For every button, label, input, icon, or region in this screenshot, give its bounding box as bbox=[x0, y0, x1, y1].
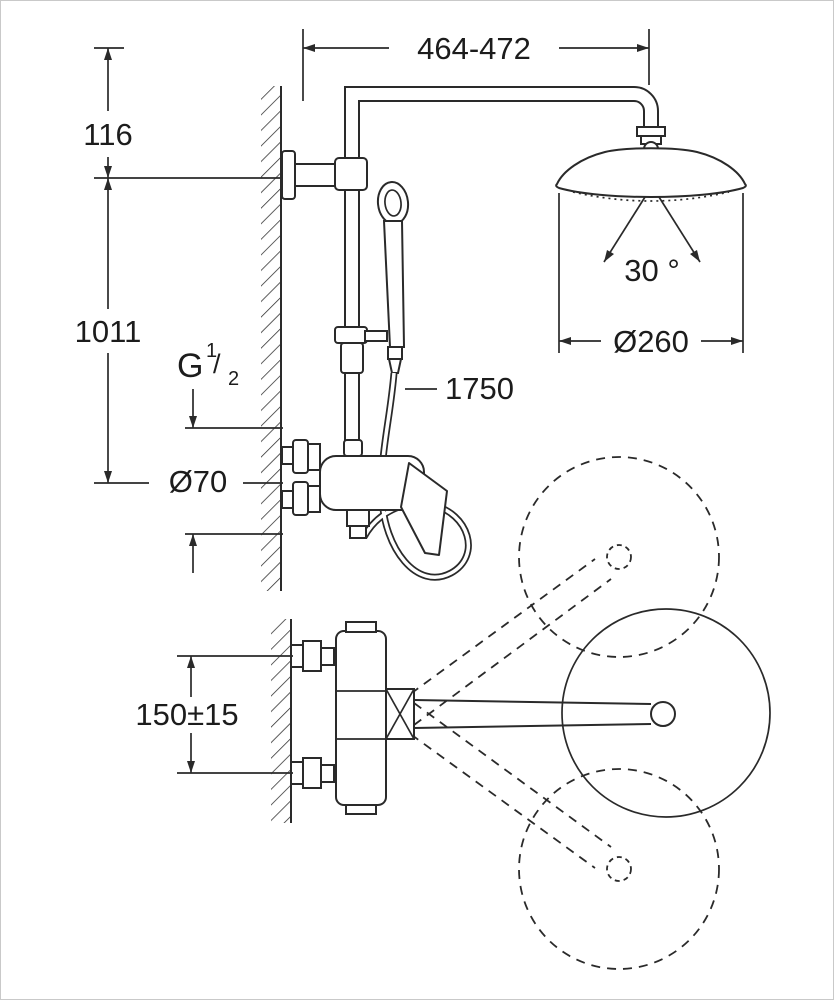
mixer-upper bbox=[281, 439, 448, 556]
hand-shower bbox=[376, 181, 410, 374]
wall-lower bbox=[271, 619, 292, 823]
thread-label: G 1 / 2 bbox=[177, 340, 283, 429]
connection-spacing-label: 150±15 bbox=[135, 697, 238, 732]
riser-height-label: 1011 bbox=[75, 314, 142, 349]
dim-riser-height: 1011 bbox=[75, 178, 283, 484]
dim-head-diameter: Ø260 bbox=[558, 193, 744, 359]
lever-positions-dashed bbox=[397, 558, 612, 869]
head-shower bbox=[555, 147, 747, 202]
head-diameter-label: Ø260 bbox=[613, 324, 689, 359]
wall-to-bracket-label: 116 bbox=[83, 117, 132, 152]
spray-angle-label: 30 ° bbox=[624, 253, 680, 288]
thread-slash: / bbox=[213, 349, 221, 379]
dim-hose-length: 1750 bbox=[405, 371, 514, 406]
dim-wall-to-bracket: 116 bbox=[83, 47, 283, 179]
width-range-label: 464-472 bbox=[417, 31, 531, 66]
thread-numerator: 1 bbox=[206, 340, 217, 362]
spray-angle-annotation: 30 ° bbox=[603, 196, 701, 288]
glide-holder bbox=[334, 326, 388, 374]
supply-connections bbox=[290, 640, 335, 789]
upper-view: 30 ° Ø260 464-472 bbox=[75, 29, 747, 591]
lower-view: 150±15 bbox=[135, 456, 771, 970]
mixer-lower bbox=[335, 621, 415, 815]
dim-connection-spacing: 150±15 bbox=[135, 655, 293, 774]
hose-length-label: 1750 bbox=[445, 371, 514, 406]
dim-width-range: 464-472 bbox=[302, 29, 650, 101]
wall-upper bbox=[261, 86, 282, 591]
lever-rotation-circles bbox=[518, 456, 771, 970]
thread-denominator: 2 bbox=[228, 368, 239, 390]
thread-prefix: G bbox=[177, 347, 203, 385]
escutcheon-label: Ø70 bbox=[169, 464, 228, 499]
riser-pipe bbox=[344, 86, 659, 457]
wall-bracket bbox=[281, 150, 368, 200]
dim-escutcheon: Ø70 bbox=[169, 464, 283, 573]
lever-arm-solid bbox=[413, 699, 676, 729]
